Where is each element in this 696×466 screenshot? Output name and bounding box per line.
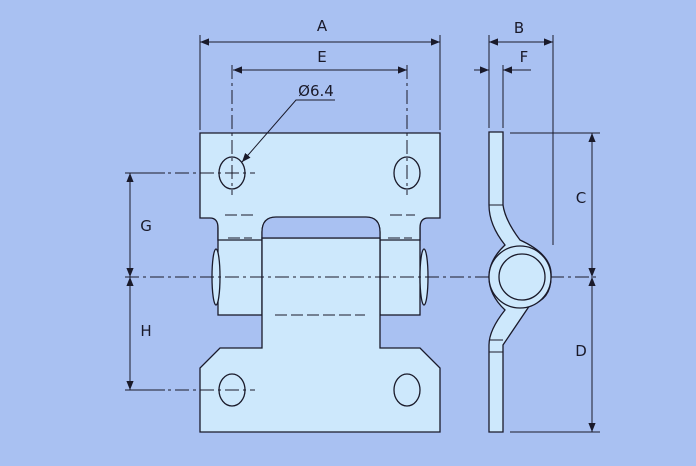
bottom-leaf bbox=[199, 237, 441, 433]
dim-label-g: G bbox=[140, 217, 152, 235]
dim-label-b: B bbox=[514, 19, 524, 37]
dim-label-e: E bbox=[317, 48, 326, 66]
dim-label-h: H bbox=[140, 322, 151, 340]
dim-label-a: A bbox=[317, 17, 328, 35]
dimensions: A E Ø6.4 B F C D G H bbox=[126, 17, 600, 433]
dim-label-hole: Ø6.4 bbox=[298, 82, 334, 100]
hole bbox=[393, 373, 421, 407]
side-view bbox=[488, 131, 552, 433]
front-view bbox=[125, 65, 600, 433]
dim-label-f: F bbox=[520, 48, 529, 66]
dim-label-c: C bbox=[576, 189, 586, 207]
gap bbox=[261, 216, 381, 239]
dim-label-d: D bbox=[575, 342, 587, 360]
